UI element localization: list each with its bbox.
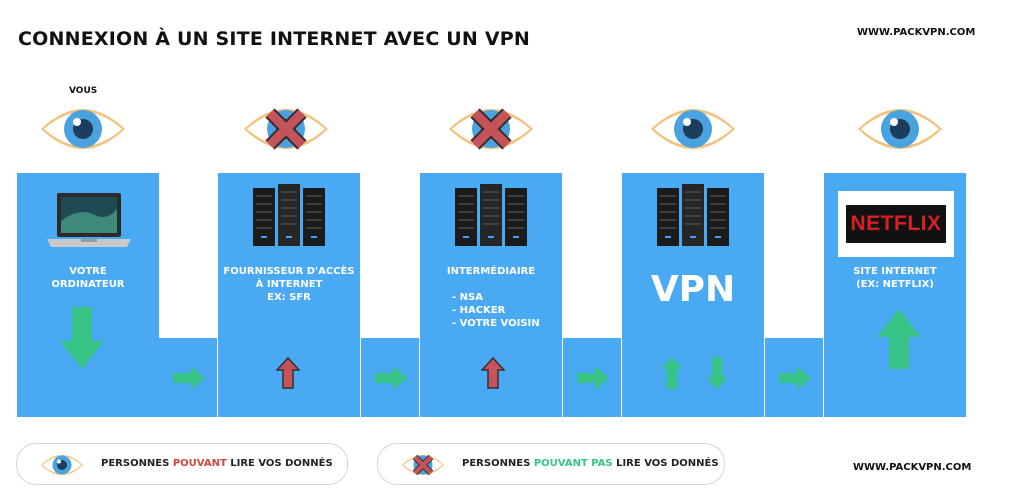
connector-3 (563, 338, 621, 417)
panel-label-vpn: VPN (650, 269, 736, 310)
arrow-right-icon (375, 366, 407, 390)
eye-crossed-icon (446, 101, 536, 157)
eye-open-icon (38, 101, 128, 157)
eye-open-icon (648, 101, 738, 157)
panel-isp: FOURNISSEUR D'ACCÈS À INTERNET EX: SFR (218, 173, 360, 417)
connector-1 (159, 338, 217, 417)
legend-prefix: PERSONNES (101, 458, 173, 469)
intermediary-list: - NSA - HACKER - VOTRE VOISIN (452, 292, 540, 329)
arrow-up-red-icon (276, 357, 300, 389)
arrow-down-icon (58, 307, 106, 371)
connector-2 (361, 338, 419, 417)
panel-website: NETFLIX SITE INTERNET (EX: NETFLIX) (824, 173, 966, 417)
eye-open-icon (855, 101, 945, 157)
arrow-up-icon (875, 307, 923, 371)
vous-label: VOUS (69, 86, 98, 96)
netflix-logo-frame: NETFLIX (838, 191, 954, 257)
website-link-top[interactable]: WWW.PACKVPN.COM (857, 27, 976, 38)
arrow-up-red-icon (481, 357, 505, 389)
panel-label-computer: VOTRE ORDINATEUR (51, 266, 125, 290)
arrow-right-icon (779, 366, 811, 390)
netflix-logo: NETFLIX (846, 205, 946, 243)
legend-cannot-read: PERSONNES POUVANT PAS LIRE VOS DONNÉS (377, 443, 725, 485)
page-title: CONNEXION À UN SITE INTERNET AVEC UN VPN (18, 28, 530, 50)
laptop-icon (43, 191, 135, 251)
server-icon (455, 182, 527, 248)
panel-computer: VOTRE ORDINATEUR (17, 173, 159, 417)
panel-label-intermediary: INTERMÉDIAIRE (446, 266, 536, 277)
legend-highlight-green: POUVANT PAS (533, 458, 613, 469)
legend-highlight-red: POUVANT (172, 458, 227, 469)
legend-suffix: LIRE VOS DONNÉS (226, 458, 333, 469)
legend-cannot-read-text: PERSONNES POUVANT PAS LIRE VOS DONNÉS (462, 458, 719, 469)
eye-open-icon (39, 451, 85, 479)
legend-suffix: LIRE VOS DONNÉS (612, 458, 719, 469)
panel-label-isp: FOURNISSEUR D'ACCÈS À INTERNET EX: SFR (223, 266, 355, 303)
panel-intermediary: INTERMÉDIAIRE - NSA - HACKER - VOTRE VOI… (420, 173, 562, 417)
arrow-right-icon (577, 366, 609, 390)
server-icon (253, 182, 325, 248)
server-icon (657, 182, 729, 248)
legend-can-read-text: PERSONNES POUVANT LIRE VOS DONNÉS (101, 458, 333, 469)
arrow-right-icon (173, 366, 205, 390)
website-link-bottom[interactable]: WWW.PACKVPN.COM (853, 462, 972, 473)
connector-4 (765, 338, 823, 417)
arrows-up-down-icon (660, 356, 730, 390)
panel-label-website: SITE INTERNET (EX: NETFLIX) (853, 266, 937, 290)
netflix-logo-text: NETFLIX (850, 212, 942, 235)
legend-can-read: PERSONNES POUVANT LIRE VOS DONNÉS (16, 443, 348, 485)
eye-crossed-icon (400, 451, 446, 479)
panel-vpn: VPN (622, 173, 764, 417)
legend-prefix: PERSONNES (462, 458, 534, 469)
eye-crossed-icon (241, 101, 331, 157)
